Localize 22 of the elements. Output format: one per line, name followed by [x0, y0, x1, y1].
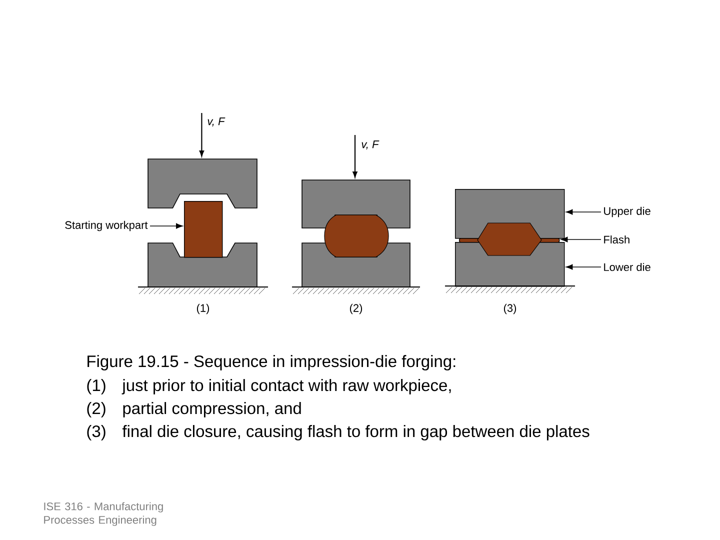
list-item: final die closure, causing flash to form in gap between die plates [122, 425, 590, 440]
list-item: just prior to initial contact with raw workpiece, [122, 379, 451, 394]
part-label: Lower die [604, 262, 650, 272]
panel-number: (2) [350, 304, 362, 314]
part-label: Starting workpart [65, 220, 148, 232]
part-label: Flash [604, 235, 630, 244]
force-label: v, F [208, 118, 226, 126]
leader-arrow [560, 236, 602, 242]
force-label: v, F [362, 140, 380, 150]
leader-arrow [150, 223, 183, 229]
leader-arrow [566, 264, 602, 270]
panel-number: (1) [196, 304, 210, 314]
list-marker: (1) [87, 379, 106, 394]
figure-caption: Figure 19.15 - Sequence in impression-die forging: [88, 355, 456, 370]
panel-number: (3) [504, 304, 516, 314]
footer-text: ISE 316 - Manufacturing Processes Engineering [44, 502, 163, 526]
list-marker: (2) [87, 402, 106, 418]
part-label: Upper die [604, 206, 650, 218]
leader-arrow [566, 209, 602, 215]
list-item: partial compression, and [123, 402, 301, 418]
list-marker: (3) [87, 425, 106, 440]
workpiece [184, 201, 223, 258]
